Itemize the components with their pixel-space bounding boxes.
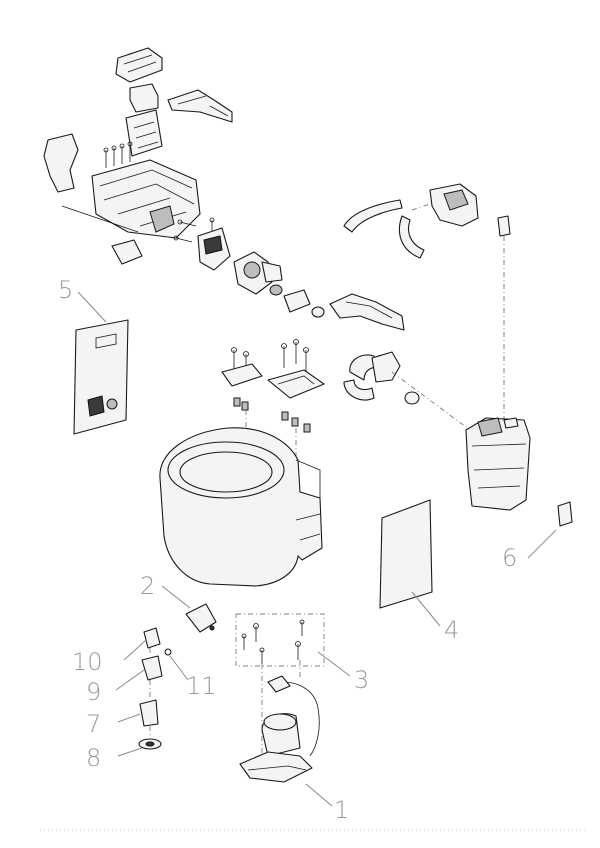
- hardware-kit: [235, 613, 325, 760]
- inlet-hose: [343, 199, 403, 233]
- callout-9: 9: [86, 678, 101, 706]
- callout-7: 7: [86, 710, 101, 738]
- small-fitting: [111, 239, 143, 265]
- tee-fitting: [371, 351, 401, 383]
- water-fittings: [138, 627, 172, 750]
- left-mount-bracket: [43, 133, 79, 193]
- bracket-nuts: [233, 397, 311, 433]
- callout-4: 4: [444, 616, 459, 644]
- tee-connector: [141, 655, 163, 681]
- elbow-connector: [143, 627, 161, 649]
- control-module: [129, 83, 159, 113]
- small-clip: [557, 501, 573, 527]
- callout-1: 1: [334, 796, 349, 824]
- right-bracket: [267, 369, 325, 399]
- connector-tube: [283, 289, 311, 313]
- callout-3: 3: [354, 666, 369, 694]
- bowl-opening: [179, 451, 273, 493]
- side-panel: [73, 319, 129, 435]
- callout-6: 6: [502, 544, 517, 572]
- o-ring: [269, 284, 283, 296]
- callout-labels: 1 2 3 4 5 6 7 8 9 10 11: [58, 276, 517, 824]
- control-housing-assembly: [43, 47, 233, 265]
- protective-sheet: [379, 499, 433, 609]
- callout-5: 5: [58, 276, 73, 304]
- toilet-bowl: [159, 427, 323, 587]
- water-tank: [465, 417, 531, 511]
- pump-assembly: [197, 227, 325, 318]
- seal-cap: [404, 391, 420, 405]
- duct-assembly: [329, 293, 471, 431]
- end-cap: [311, 306, 325, 318]
- circuit-board: [125, 109, 163, 157]
- side-bracket: [167, 89, 233, 123]
- pedestal-assembly: [239, 675, 320, 783]
- top-bracket: [115, 47, 163, 83]
- mounting-brackets: [221, 339, 325, 470]
- threaded-adapter: [139, 699, 159, 727]
- callout-11: 11: [186, 672, 217, 700]
- left-bracket: [221, 363, 263, 387]
- callout-8: 8: [86, 744, 101, 772]
- housing-screws: [103, 141, 133, 168]
- lower-hose: [398, 215, 425, 259]
- callout-leaders: [77, 291, 557, 807]
- bowl-foot-bracket: [185, 603, 217, 633]
- elbow-fitting: [497, 215, 511, 237]
- hardware-kit-box: [235, 613, 325, 667]
- hose-valve-assembly: [343, 183, 511, 420]
- callout-2: 2: [140, 572, 155, 600]
- air-duct: [329, 293, 405, 331]
- callout-10: 10: [72, 648, 103, 676]
